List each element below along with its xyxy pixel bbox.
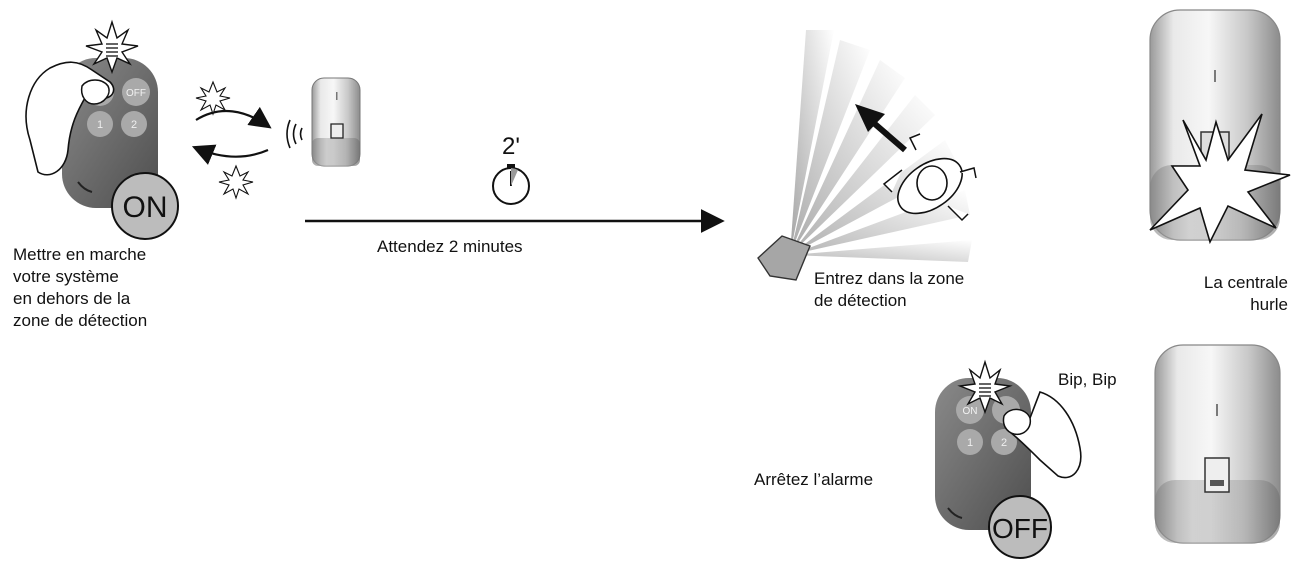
on-badge-text: ON (123, 191, 168, 224)
beep-caption: Bip, Bip (1058, 370, 1117, 389)
remote-key-2 (121, 111, 147, 137)
step1-line-2: votre système (13, 267, 119, 286)
step3-line-1: La centrale (1203, 273, 1288, 292)
remote-key-1-label: 1 (967, 437, 973, 449)
step1-line-4: zone de détection (13, 311, 148, 330)
send-arrow-icon (195, 106, 272, 129)
timer-block: 2' (305, 133, 725, 233)
step3-caption: La centrale hurle (1160, 272, 1288, 316)
step1-line-3: en dehors de la (13, 289, 131, 308)
remote-key-on-label: ON (963, 406, 978, 417)
signal-burst-icon-top (195, 80, 231, 116)
signal-exchange (191, 80, 272, 200)
step2-line-1: Entrez dans la zone (814, 269, 965, 288)
step4-caption: Arrêtez l’alarme (754, 470, 874, 489)
on-badge (111, 172, 179, 240)
remote-key-2-label: 2 (131, 119, 137, 131)
wave-icon (286, 119, 291, 149)
return-arrow-icon (191, 144, 269, 165)
timer-value: 2' (502, 133, 520, 160)
remote-key-1 (957, 429, 983, 455)
central-unit-alarm (1149, 9, 1291, 245)
step2-caption: Entrez dans la zone de détection (814, 268, 964, 312)
remote-key-on (956, 396, 984, 424)
central-display (1204, 457, 1230, 493)
press-burst-icon (957, 359, 1013, 415)
press-burst-icon (85, 19, 139, 75)
step1-caption: Mettre en marche votre système en dehors… (13, 244, 147, 332)
remote-key-2 (991, 429, 1017, 455)
off-badge-text: OFF (992, 513, 1048, 544)
thumb (80, 79, 110, 105)
step3-line-2: hurle (1250, 295, 1288, 314)
remote-key-1 (87, 111, 113, 137)
remote-key-off-label: OFF (126, 88, 146, 99)
remote-key-1-label: 1 (97, 119, 103, 131)
signal-burst-icon-bottom (218, 164, 254, 200)
thumb (1002, 408, 1032, 436)
remote-slot (77, 181, 93, 193)
siren-burst-icon (1149, 113, 1291, 245)
person-icon (882, 133, 977, 222)
remote-on: OFF 1 2 ON (25, 19, 179, 240)
small-detector (286, 77, 361, 167)
step1-line-1: Mettre en marche (13, 245, 147, 264)
step2-line-2: de détection (814, 291, 907, 310)
off-badge (988, 495, 1052, 559)
wait-caption: Attendez 2 minutes (377, 237, 523, 256)
central-unit-stopped (1154, 344, 1281, 544)
remote-key-2-label: 2 (1001, 437, 1007, 449)
remote-off: ON 1 2 OFF (935, 359, 1082, 559)
remote-key-off (122, 78, 150, 106)
detection-zone (757, 30, 977, 281)
sensor-icon (757, 235, 811, 281)
detector-lens (330, 123, 344, 139)
